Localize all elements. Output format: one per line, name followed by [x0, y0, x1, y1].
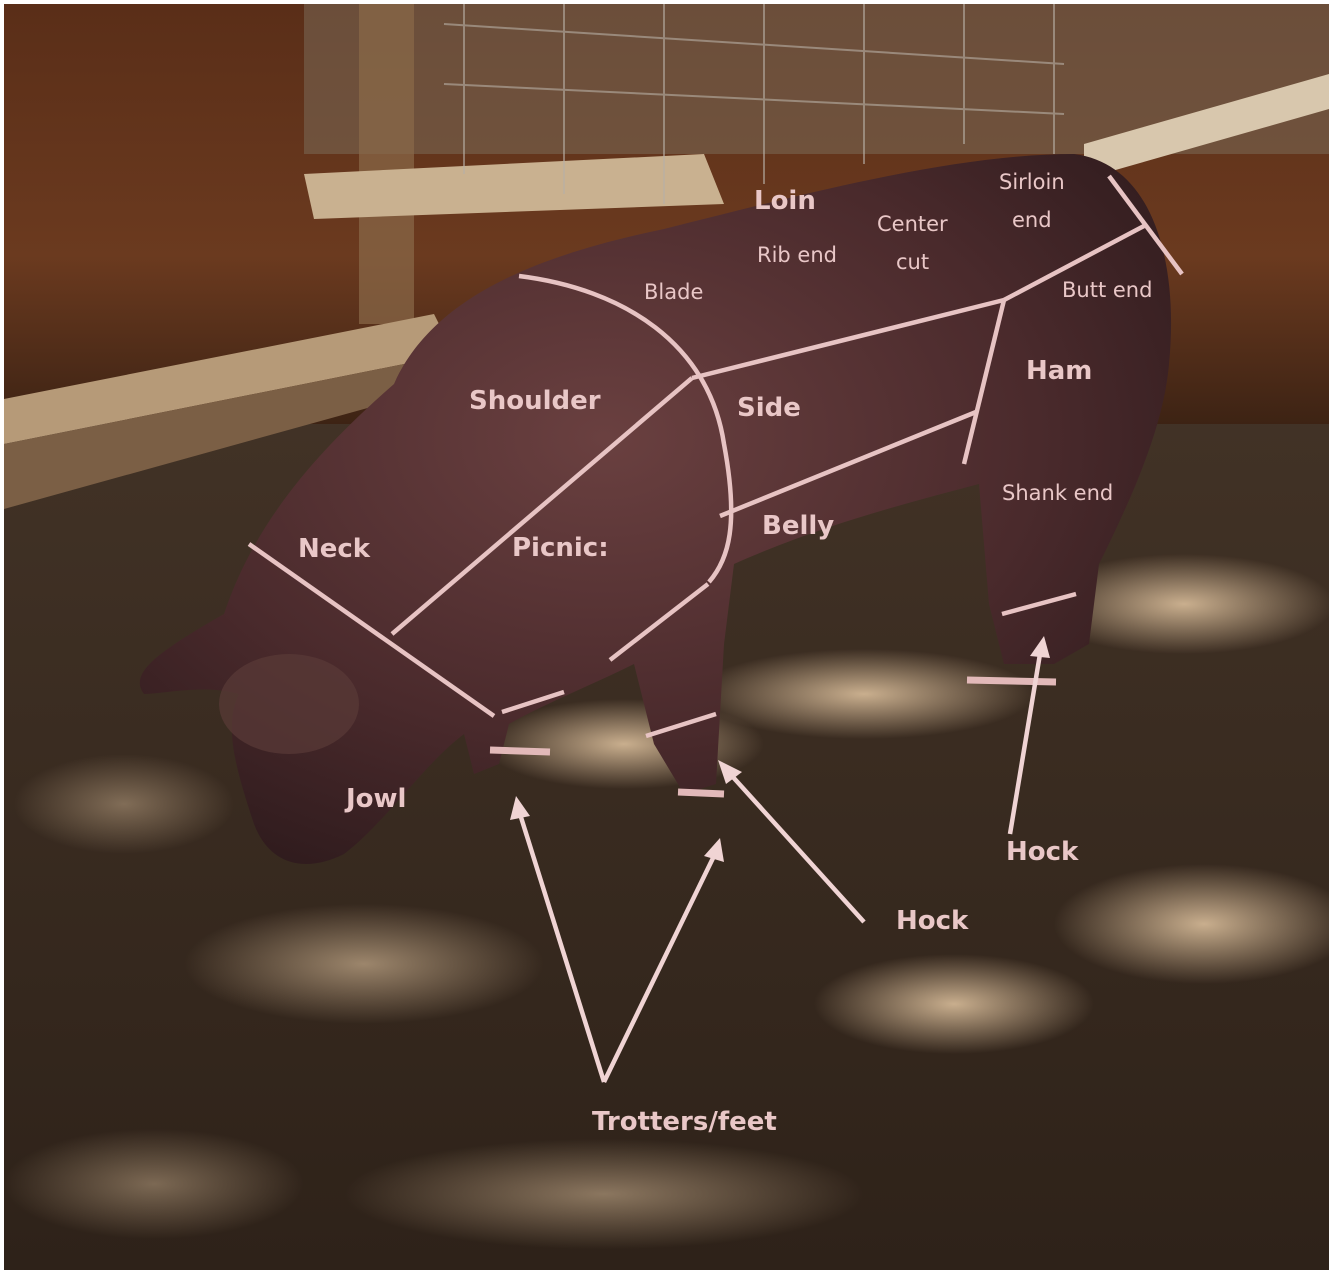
label-neck: Neck — [298, 534, 371, 564]
label-hock-rear: Hock — [1006, 837, 1079, 867]
label-sirloin-line2: end — [1012, 208, 1052, 232]
label-blade: Blade — [644, 280, 703, 304]
label-hock-front: Hock — [896, 906, 969, 936]
pig-cuts-photo: Loin Sirloin end Center cut Rib end Blad… — [4, 4, 1329, 1270]
label-butt-end: Butt end — [1062, 278, 1152, 302]
label-loin: Loin — [754, 186, 816, 216]
label-side: Side — [737, 393, 801, 423]
label-sirloin-line1: Sirloin — [999, 170, 1065, 194]
label-trotters: Trotters/feet — [592, 1107, 777, 1137]
label-belly: Belly — [762, 511, 834, 541]
label-picnic: Picnic: — [512, 533, 609, 563]
front-trotter-line — [490, 750, 550, 752]
label-center-line1: Center — [877, 212, 948, 236]
label-center-line2: cut — [896, 250, 929, 274]
rear-trotter-line — [967, 680, 1056, 682]
label-rib-end: Rib end — [757, 243, 837, 267]
label-ham: Ham — [1026, 356, 1092, 386]
label-shoulder: Shoulder — [469, 386, 601, 416]
label-shank-end: Shank end — [1002, 481, 1113, 505]
mid-trotter-line — [678, 792, 724, 794]
label-jowl: Jowl — [344, 784, 406, 814]
